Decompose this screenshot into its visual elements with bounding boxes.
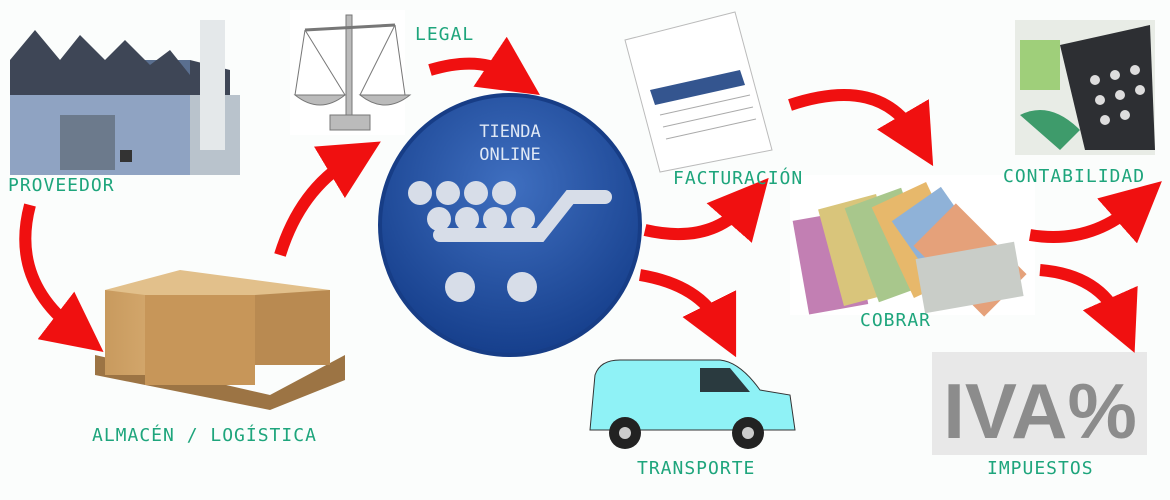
shopping-cart-icon — [408, 181, 612, 302]
arrow-legal-tienda — [428, 36, 540, 95]
euro-banknotes-image — [790, 175, 1035, 317]
label-cobrar: COBRAR — [860, 310, 932, 331]
calculator-image — [1015, 20, 1155, 155]
arrow-tienda-transporte — [638, 269, 737, 358]
iva-text: IVA% — [943, 367, 1137, 455]
label-almacen: ALMACÉN / LOGÍSTICA — [92, 425, 317, 446]
scales-image — [290, 10, 412, 135]
label-transporte: TRANSPORTE — [637, 458, 756, 479]
label-impuestos: IMPUESTOS — [987, 458, 1094, 479]
arrow-proveedor-almacen — [19, 203, 104, 352]
iva-image: IVA% — [932, 352, 1147, 455]
arrow-cobrar-contabilidad — [1029, 181, 1162, 244]
center-title-line1: TIENDA — [479, 122, 541, 142]
flow-arrows — [19, 36, 1162, 358]
invoice-image — [624, 11, 773, 173]
van-image — [589, 359, 796, 449]
label-legal: LEGAL — [415, 24, 475, 45]
factory-image — [10, 20, 240, 175]
online-store-icon[interactable] — [378, 93, 642, 357]
label-contabilidad: CONTABILIDAD — [1003, 166, 1146, 187]
boxes-pallet-image — [95, 270, 345, 410]
arrow-cobrar-impuestos — [1039, 264, 1138, 353]
center-title-line2: ONLINE — [479, 145, 541, 165]
label-proveedor: PROVEEDOR — [8, 175, 115, 196]
arrow-tienda-facturacion — [643, 177, 769, 243]
arrow-almacen-tienda — [274, 141, 381, 257]
arrow-facturacion-cobrar — [788, 89, 934, 167]
label-facturacion: FACTURACIÓN — [673, 168, 804, 189]
